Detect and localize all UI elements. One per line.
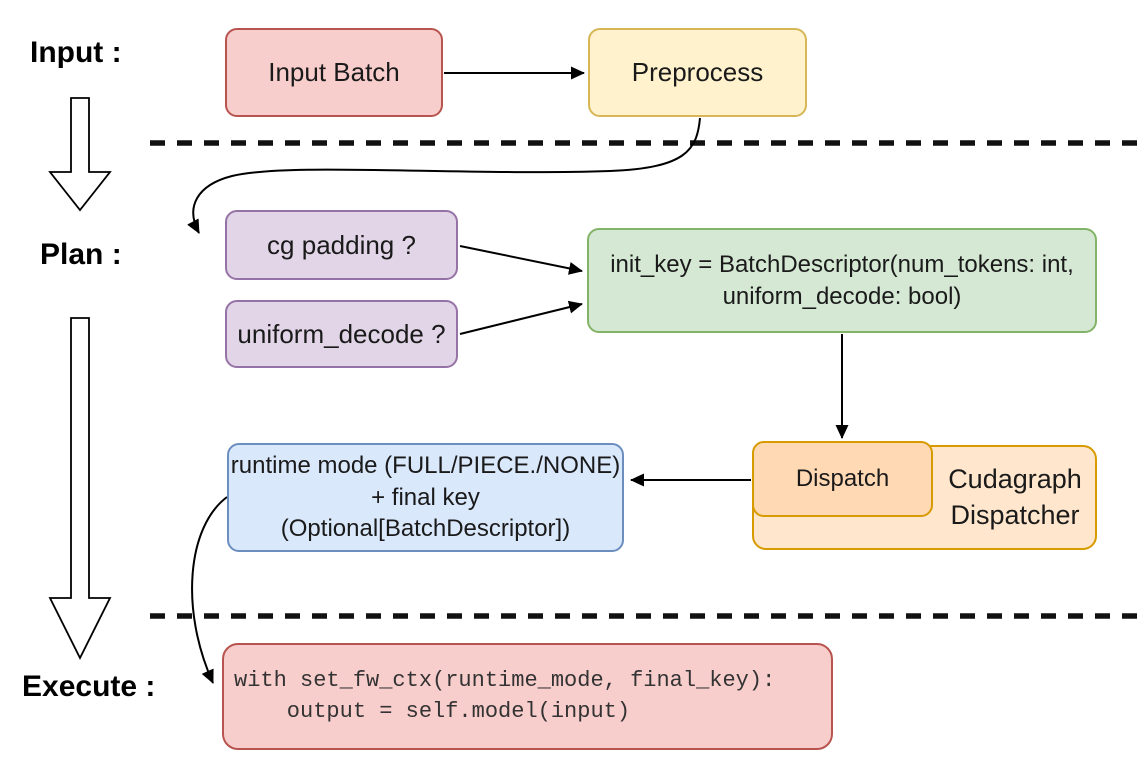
execute-code-line2: output = self.model(input) <box>234 698 631 724</box>
execute-code-line1: with set_fw_ctx(runtime_mode, final_key)… <box>234 667 776 693</box>
node-input-batch-label: Input Batch <box>268 57 400 88</box>
node-init-key: init_key = BatchDescriptor(num_tokens: i… <box>587 228 1097 333</box>
node-dispatch: Dispatch <box>752 441 933 517</box>
node-runtime-line1: runtime mode (FULL/PIECE./NONE) <box>230 451 621 479</box>
node-runtime-line2: + final key (Optional[BatchDescriptor]) <box>280 483 571 543</box>
node-execute-code: with set_fw_ctx(runtime_mode, final_key)… <box>222 643 833 750</box>
input-to-plan-block-arrow <box>48 97 112 212</box>
node-cudagraph-dispatcher-label: Cudagraph Dispatcher <box>933 445 1097 550</box>
node-cg-padding-label: cg padding ? <box>267 229 416 260</box>
stage-label-plan: Plan : <box>40 238 122 271</box>
cudagraph-label-line1: Cudagraph <box>948 463 1082 494</box>
node-runtime-result: runtime mode (FULL/PIECE./NONE) + final … <box>227 443 624 552</box>
stage-label-input: Input : <box>30 36 122 69</box>
node-uniform-decode: uniform_decode ? <box>225 300 458 368</box>
plan-to-execute-block-arrow <box>48 317 112 661</box>
node-input-batch: Input Batch <box>225 28 443 117</box>
node-preprocess-label: Preprocess <box>631 57 764 88</box>
node-uniform-decode-label: uniform_decode ? <box>237 318 446 349</box>
node-cg-padding: cg padding ? <box>225 210 458 280</box>
arrow-uniformdecode-to-initkey <box>459 300 583 335</box>
node-dispatch-label: Dispatch <box>795 465 890 493</box>
stage-label-execute: Execute : <box>22 670 156 703</box>
cudagraph-label-line2: Dispatcher <box>950 499 1080 530</box>
node-init-key-line2: uniform_decode: bool) <box>722 282 962 310</box>
arrow-cgpadding-to-initkey <box>459 245 583 275</box>
node-preprocess: Preprocess <box>588 28 807 117</box>
node-init-key-line1: init_key = BatchDescriptor(num_tokens: i… <box>610 250 1074 278</box>
